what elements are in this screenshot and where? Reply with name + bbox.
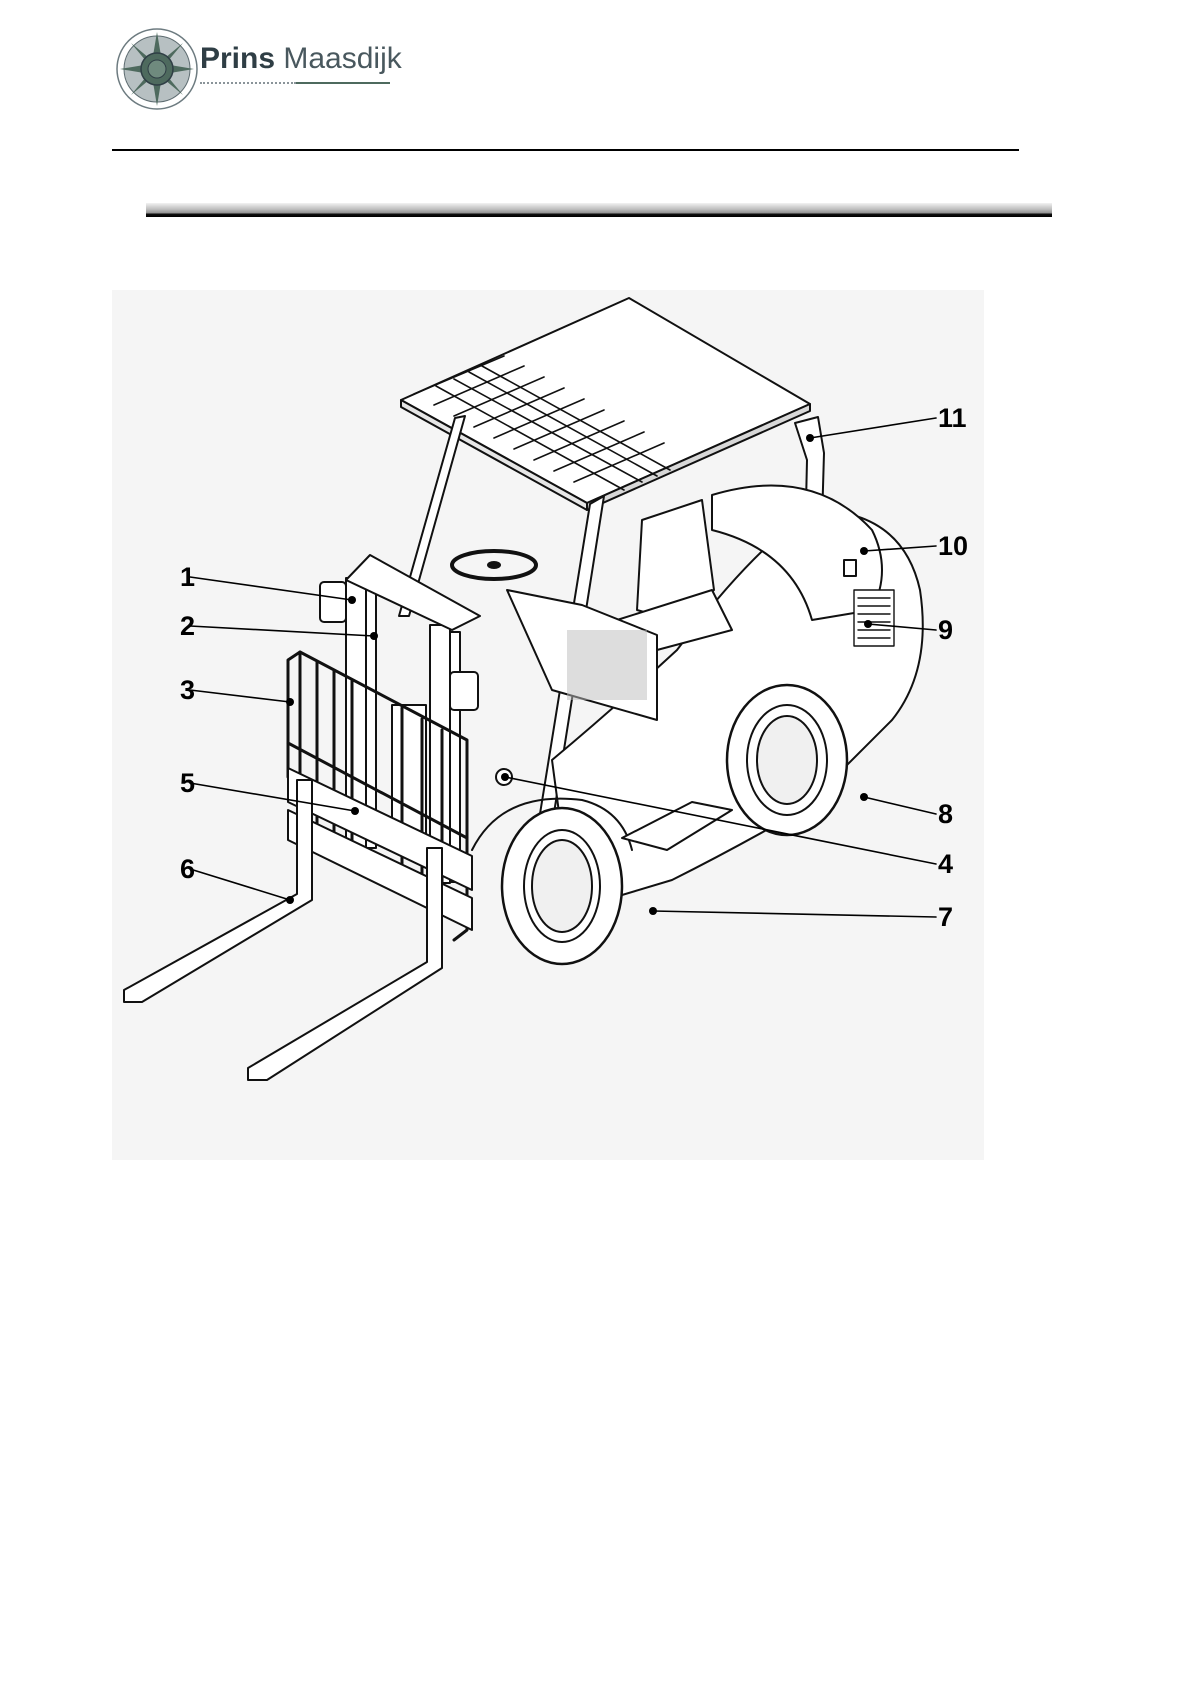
forklift-drawing bbox=[112, 290, 984, 1160]
callout-7: 7 bbox=[938, 904, 953, 931]
callout-3: 3 bbox=[180, 677, 195, 704]
leader-line-7 bbox=[653, 911, 936, 917]
brand-name-bold: Prins bbox=[200, 42, 275, 75]
callout-8: 8 bbox=[938, 801, 953, 828]
callout-6: 6 bbox=[180, 856, 195, 883]
leader-dot-10 bbox=[860, 547, 868, 555]
leader-line-11 bbox=[810, 418, 936, 438]
brand-dotted-underline bbox=[200, 82, 296, 84]
callout-5: 5 bbox=[180, 770, 195, 797]
callout-11: 11 bbox=[938, 405, 967, 432]
fork-left bbox=[124, 780, 312, 1002]
leader-dot-9 bbox=[864, 620, 872, 628]
leader-dot-2 bbox=[370, 632, 378, 640]
brand-name: Prins Maasdijk bbox=[200, 42, 402, 76]
callout-2: 2 bbox=[180, 613, 195, 640]
leader-line-8 bbox=[864, 797, 936, 814]
company-logo: Prins Maasdijk bbox=[112, 24, 392, 114]
leader-line-3 bbox=[190, 690, 290, 702]
brand-solid-underline bbox=[296, 82, 390, 84]
callout-10: 10 bbox=[938, 533, 968, 560]
leader-dot-5 bbox=[351, 807, 359, 815]
exhaust-cap bbox=[844, 560, 856, 576]
callout-9: 9 bbox=[938, 617, 953, 644]
header-divider bbox=[112, 149, 1019, 151]
section-title-bar bbox=[146, 203, 1052, 217]
leader-dot-4 bbox=[501, 773, 509, 781]
leader-line-6 bbox=[190, 869, 290, 900]
compass-rose-icon bbox=[112, 24, 202, 114]
leader-dot-11 bbox=[806, 434, 814, 442]
front-lamp-right bbox=[450, 672, 478, 710]
leader-dot-6 bbox=[286, 896, 294, 904]
leader-dot-3 bbox=[286, 698, 294, 706]
leader-dot-1 bbox=[348, 596, 356, 604]
callout-4: 4 bbox=[938, 851, 953, 878]
leader-dot-7 bbox=[649, 907, 657, 915]
callout-1: 1 bbox=[180, 564, 195, 591]
brand-name-light: Maasdijk bbox=[283, 42, 401, 75]
forklift-figure: 1 2 3 5 6 11 10 9 8 4 7 bbox=[112, 290, 984, 1160]
leader-dot-8 bbox=[860, 793, 868, 801]
front-lamp-left bbox=[320, 582, 346, 622]
